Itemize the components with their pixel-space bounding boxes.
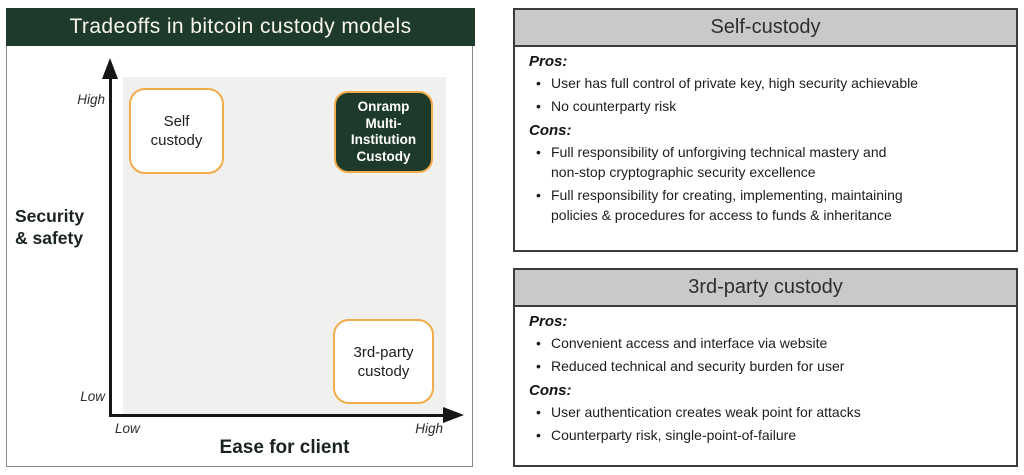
pros-list: User has full control of private key, hi…: [529, 73, 1002, 116]
y-tick-high: High: [77, 92, 105, 107]
tradeoffs-chart-panel: Tradeoffs in bitcoin custody models High…: [6, 8, 475, 467]
self-custody-panel-title: Self-custody: [515, 10, 1016, 47]
pros-label: Pros:: [529, 313, 568, 330]
x-axis-title: Ease for client: [219, 437, 350, 458]
list-item: Full responsibility for creating, implem…: [529, 185, 1002, 225]
self-custody-panel-body: Pros: User has full control of private k…: [515, 47, 1016, 250]
list-item: No counterparty risk: [529, 96, 1002, 116]
x-tick-high: High: [415, 421, 443, 436]
third-party-custody-panel: 3rd-party custody Pros: Convenient acces…: [513, 268, 1018, 467]
y-axis-arrowhead-icon: [102, 58, 118, 79]
y-axis-line: [109, 77, 112, 417]
cons-label: Cons:: [529, 382, 572, 399]
cons-list: User authentication creates weak point f…: [529, 402, 1002, 445]
third-party-custody-panel-body: Pros: Convenient access and interface vi…: [515, 307, 1016, 465]
list-item: Reduced technical and security burden fo…: [529, 356, 1002, 376]
node-onramp-multi-institution-custody: Onramp Multi- Institution Custody: [334, 91, 433, 173]
y-axis-title: Security & safety: [15, 206, 85, 248]
self-custody-panel: Self-custody Pros: User has full control…: [513, 8, 1018, 252]
pros-list: Convenient access and interface via webs…: [529, 333, 1002, 376]
x-axis-arrowhead-icon: [443, 407, 464, 423]
list-item: Convenient access and interface via webs…: [529, 333, 1002, 353]
list-item: User authentication creates weak point f…: [529, 402, 1002, 422]
list-item: Full responsibility of unforgiving techn…: [529, 142, 1002, 182]
third-party-custody-panel-title: 3rd-party custody: [515, 270, 1016, 307]
x-axis-line: [109, 414, 444, 417]
cons-list: Full responsibility of unforgiving techn…: [529, 142, 1002, 225]
pros-label: Pros:: [529, 53, 568, 70]
node-self-custody: Self custody: [129, 88, 224, 174]
chart-title: Tradeoffs in bitcoin custody models: [6, 8, 475, 46]
x-tick-low: Low: [115, 421, 140, 436]
node-3rd-party-custody: 3rd-party custody: [333, 319, 434, 404]
cons-label: Cons:: [529, 122, 572, 139]
list-item: Counterparty risk, single-point-of-failu…: [529, 425, 1002, 445]
y-tick-low: Low: [80, 389, 105, 404]
list-item: User has full control of private key, hi…: [529, 73, 1002, 93]
